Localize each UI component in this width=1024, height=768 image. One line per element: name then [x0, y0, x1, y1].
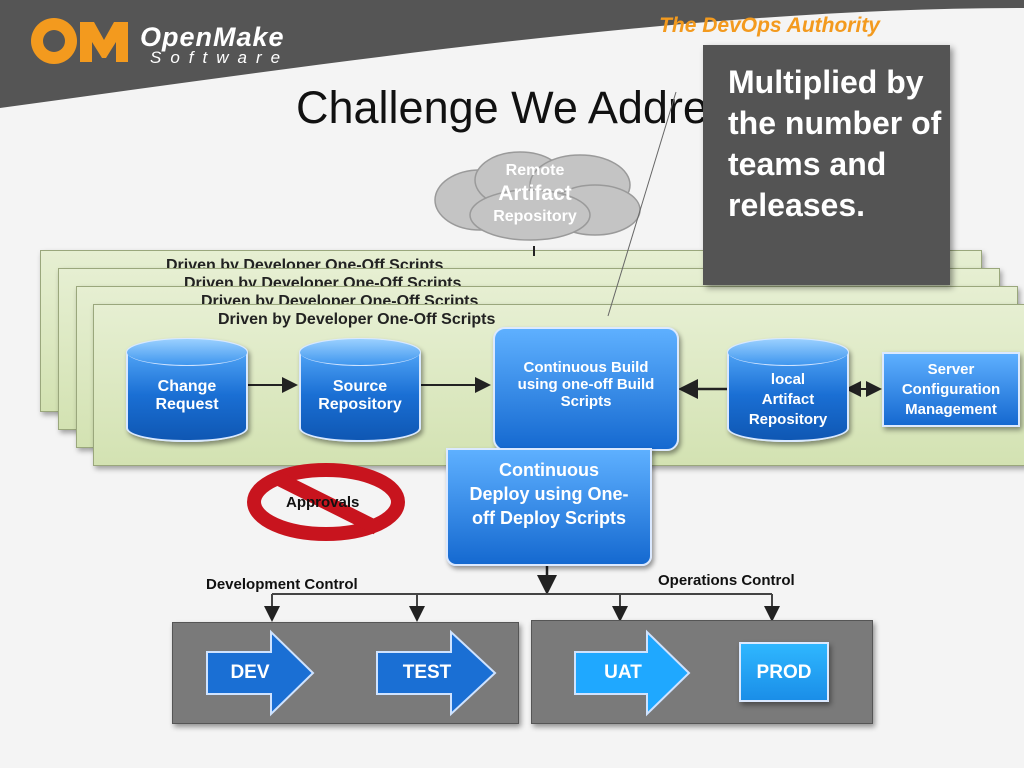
- panel-title-front: Driven by Developer One-Off Scripts: [218, 311, 496, 328]
- prod-label: PROD: [756, 662, 812, 683]
- source-repository-node: Source Repository: [299, 338, 421, 442]
- callout-box: [703, 45, 950, 285]
- cloud-icon: [434, 151, 641, 241]
- change-request-node: Change Request: [126, 338, 248, 442]
- dev-label: DEV: [230, 662, 270, 683]
- development-control-label: Development Control: [206, 576, 358, 593]
- callout-text: Multiplied by the number of teams and re…: [728, 64, 942, 223]
- uat-label: UAT: [604, 662, 642, 683]
- header-band: [0, 0, 1024, 108]
- continuous-build-node: Continuous Build using one-off Build Scr…: [493, 327, 679, 451]
- test-label: TEST: [402, 662, 452, 683]
- tagline: The DevOps Authority: [659, 14, 880, 37]
- dev-arrow-icon: [206, 629, 315, 717]
- brand-subname: Software: [150, 48, 290, 67]
- no-approvals-icon: [247, 463, 405, 541]
- test-arrow-icon: [376, 629, 497, 717]
- approvals-label: Approvals: [286, 494, 360, 511]
- server-configuration-node: Server Configuration Management: [882, 352, 1020, 427]
- prod-box: PROD: [739, 642, 829, 702]
- continuous-deploy-node: Continuous Deploy using One-off Deploy S…: [446, 448, 652, 566]
- brand-name: OpenMake: [140, 22, 285, 52]
- openmake-logo-icon: [31, 18, 128, 64]
- operations-control-label: Operations Control: [658, 572, 795, 589]
- local-artifact-repository-node: local Artifact Repository: [727, 338, 849, 442]
- cloud-label: Remote Artifact Repository: [493, 162, 577, 225]
- uat-arrow-icon: [574, 629, 691, 717]
- page-title: Challenge We Address: [296, 82, 753, 133]
